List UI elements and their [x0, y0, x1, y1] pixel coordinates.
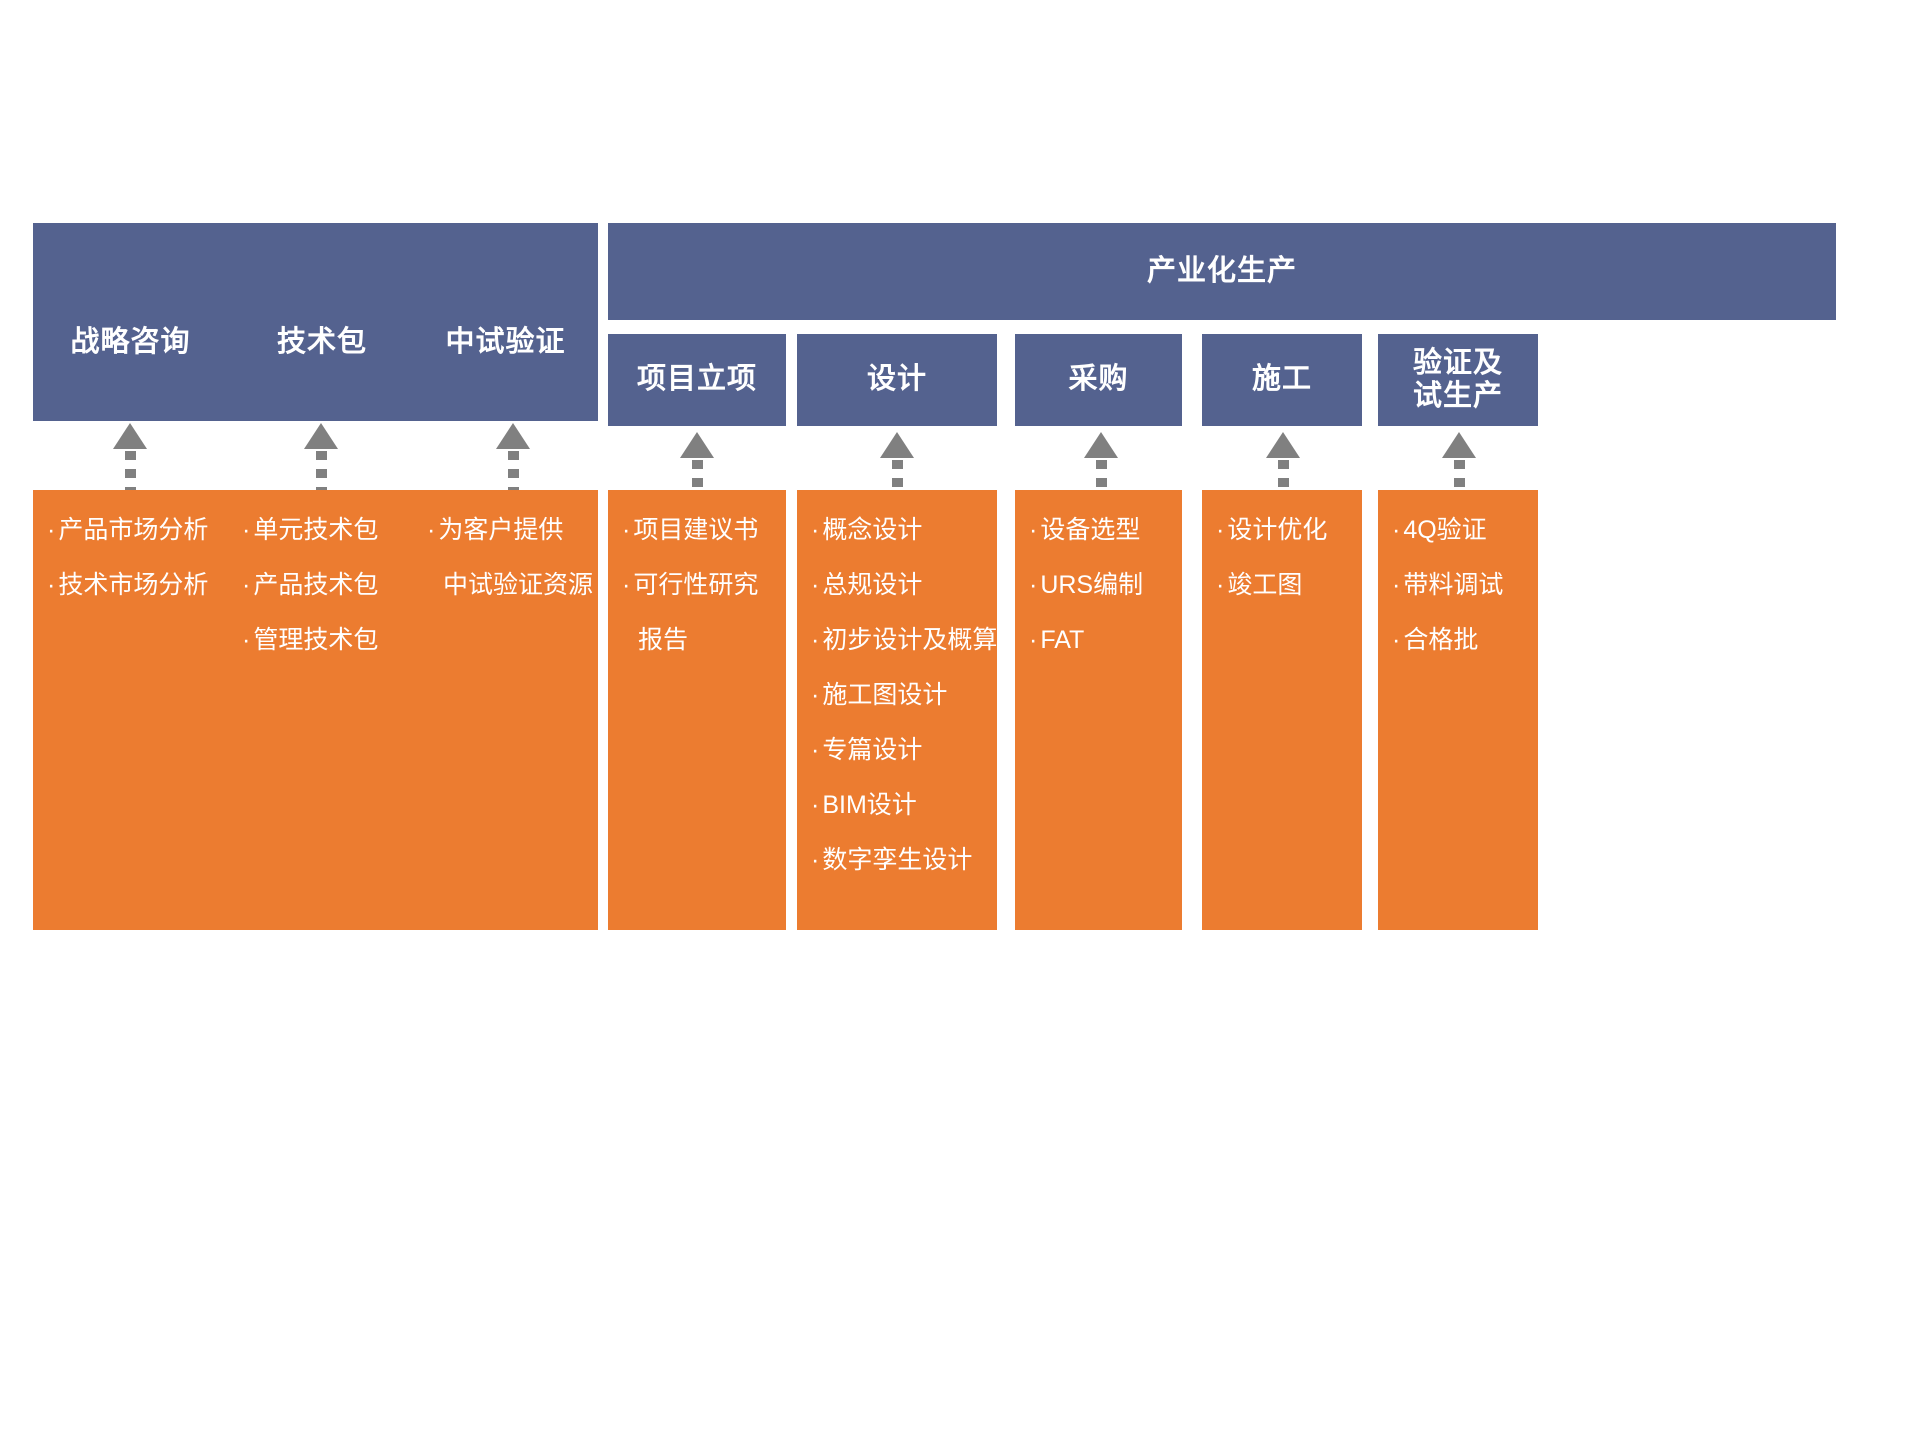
flow-arrow-project-initiation	[680, 432, 714, 515]
arrow-stem-icon	[691, 460, 703, 515]
flow-arrow-validation-trial-production	[1442, 432, 1476, 515]
arrow-stem-icon	[891, 460, 903, 515]
flow-arrow-construction	[1266, 432, 1300, 515]
stage-label: 技术包	[276, 325, 367, 358]
deliverable-item: ·FAT	[1029, 626, 1085, 654]
substage-label-line1: 验证及	[1412, 346, 1503, 379]
flow-arrow-design	[880, 432, 914, 515]
arrow-stem-icon	[1277, 460, 1289, 515]
arrow-head-icon	[680, 432, 714, 458]
deliverable-item: ·管理技术包	[242, 626, 379, 654]
substage-label-line1: 设计	[866, 363, 927, 396]
stage-label: 中试验证	[445, 325, 566, 358]
deliverable-item: ·施工图设计	[811, 681, 948, 709]
deliverable-item: ·URS编制	[1029, 571, 1144, 599]
substage-box-construction[interactable]: 施工	[1202, 334, 1362, 426]
deliverable-item: ·单元技术包	[242, 516, 379, 544]
arrow-head-icon	[113, 423, 147, 449]
deliverable-item: ·合格批	[1392, 626, 1479, 654]
deliverables-column-validation-trial-production[interactable]: ·4Q验证 ·带料调试 ·合格批	[1378, 490, 1538, 930]
deliverable-item: 报告	[638, 626, 689, 654]
arrow-head-icon	[1442, 432, 1476, 458]
deliverable-item: ·设备选型	[1029, 516, 1141, 544]
deliverable-item: ·产品技术包	[242, 571, 379, 599]
deliverables-column-project-initiation[interactable]: ·项目建议书 ·可行性研究 报告	[608, 490, 786, 930]
substage-label-line2: 试生产	[1412, 380, 1503, 412]
substage-box-validation-trial-production[interactable]: 验证及 试生产	[1378, 334, 1538, 426]
deliverable-item: ·产品市场分析	[47, 516, 209, 544]
arrow-head-icon	[496, 423, 530, 449]
deliverables-column-design[interactable]: ·概念设计 ·总规设计 ·初步设计及概算 ·施工图设计 ·专篇设计 ·BIM设计…	[797, 490, 997, 930]
flow-arrow-pilot-verification	[496, 423, 530, 513]
arrow-stem-icon	[315, 451, 327, 513]
deliverable-item: ·初步设计及概算	[811, 626, 997, 654]
flow-arrow-technology-package	[304, 423, 338, 513]
flow-arrow-strategy-consulting	[113, 423, 147, 513]
deliverable-item: ·技术市场分析	[47, 571, 209, 599]
deliverables-column-procurement[interactable]: ·设备选型 ·URS编制 ·FAT	[1015, 490, 1182, 930]
deliverable-item: ·概念设计	[811, 516, 923, 544]
arrow-head-icon	[304, 423, 338, 449]
deliverable-item: ·带料调试	[1392, 571, 1504, 599]
arrow-head-icon	[1084, 432, 1118, 458]
arrow-stem-icon	[124, 451, 136, 513]
deliverables-column-strategy-consulting[interactable]: ·产品市场分析 ·技术市场分析	[33, 490, 228, 930]
stage-box-technology-package[interactable]: 技术包	[228, 223, 416, 421]
deliverable-item: ·专篇设计	[811, 736, 923, 764]
banner-industrialized-production[interactable]: 产业化生产	[608, 223, 1836, 320]
arrow-head-icon	[880, 432, 914, 458]
deliverable-item: ·总规设计	[811, 571, 923, 599]
flow-arrow-procurement	[1084, 432, 1118, 515]
substage-box-project-initiation[interactable]: 项目立项	[608, 334, 786, 426]
banner-label: 产业化生产	[1146, 254, 1297, 287]
arrow-stem-icon	[1095, 460, 1107, 515]
arrow-stem-icon	[1453, 460, 1465, 515]
deliverable-item: ·数字孪生设计	[811, 846, 973, 874]
stage-label: 战略咨询	[70, 325, 191, 358]
deliverables-column-technology-package[interactable]: ·单元技术包 ·产品技术包 ·管理技术包	[228, 490, 416, 930]
deliverable-item: ·为客户提供	[427, 516, 564, 544]
stage-box-pilot-verification[interactable]: 中试验证	[413, 223, 598, 421]
deliverable-item: ·可行性研究	[622, 571, 759, 599]
deliverable-item: 中试验证资源	[443, 571, 594, 599]
substage-label-line1: 项目立项	[636, 363, 757, 396]
arrow-head-icon	[1266, 432, 1300, 458]
deliverable-item: ·项目建议书	[622, 516, 759, 544]
deliverable-item: ·BIM设计	[811, 791, 917, 819]
stage-box-strategy-consulting[interactable]: 战略咨询	[33, 223, 228, 421]
deliverables-column-construction[interactable]: ·设计优化 ·竣工图	[1202, 490, 1362, 930]
deliverables-column-pilot-verification[interactable]: ·为客户提供 中试验证资源	[413, 490, 598, 930]
substage-box-procurement[interactable]: 采购	[1015, 334, 1182, 426]
deliverable-item: ·设计优化	[1216, 516, 1328, 544]
arrow-stem-icon	[507, 451, 519, 513]
deliverable-item: ·竣工图	[1216, 571, 1303, 599]
deliverable-item: ·4Q验证	[1392, 516, 1487, 544]
substage-label-line1: 采购	[1068, 363, 1129, 396]
substage-box-design[interactable]: 设计	[797, 334, 997, 426]
substage-label-line1: 施工	[1251, 363, 1312, 396]
